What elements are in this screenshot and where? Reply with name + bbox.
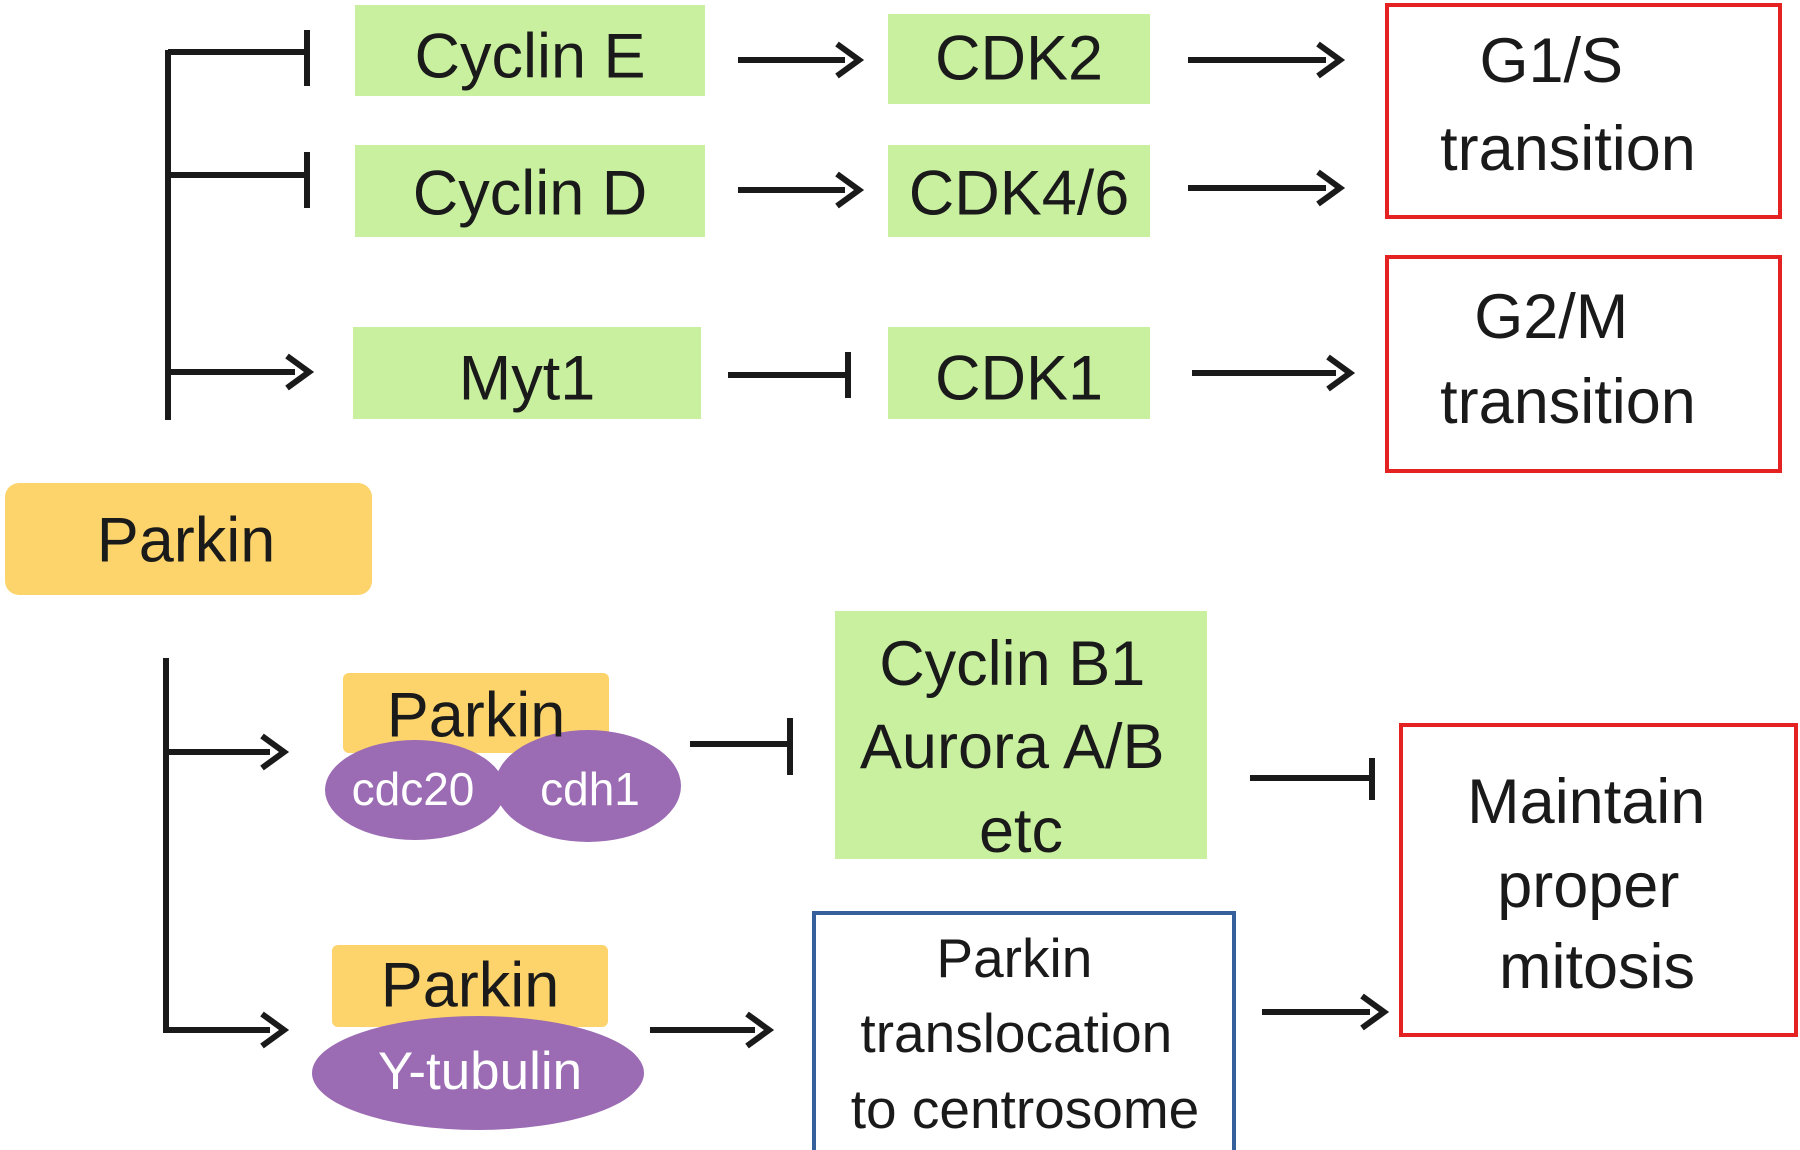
svg-text:Parkin translocation: Parkin translocation to centrosome	[851, 927, 1200, 1140]
cyclin-b1-line-3: etc	[979, 796, 1063, 866]
cdk2-node: CDK2	[888, 14, 1150, 104]
cdk46-node: CDK4/6	[888, 145, 1150, 237]
g2m-transition-node: G2/M transition	[1385, 255, 1782, 473]
myt1-label: Myt1	[459, 344, 596, 414]
maintain-mitosis-node: Maintain proper mitosis	[1399, 723, 1798, 1037]
cyclin-e-label: Cyclin E	[414, 22, 645, 92]
g1s-arrowhead-1	[1316, 41, 1346, 79]
myt1-arrowhead	[285, 353, 315, 391]
cyclin-d-node: Cyclin D	[355, 145, 705, 237]
cdk46-label: CDK4/6	[909, 159, 1130, 229]
g1s-transition-node: G1/S transition	[1385, 3, 1782, 219]
cdk2-label: CDK2	[935, 24, 1103, 94]
cdk1-label: CDK1	[935, 344, 1103, 414]
complex1-arrowhead	[260, 733, 290, 771]
cyclin-b1-line-1: Cyclin B1	[879, 629, 1145, 699]
cdk1-node: CDK1	[888, 327, 1150, 419]
parkin-tubulin-complex: Parkin Y-tubulin	[312, 945, 644, 1130]
mitosis-line-2: proper	[1497, 851, 1679, 921]
translocation-line-2: translocation	[860, 1002, 1172, 1064]
parkin-main-label: Parkin	[97, 506, 276, 576]
mitosis-line-3: mitosis	[1499, 932, 1695, 1002]
mitosis-line-1: Maintain	[1467, 767, 1705, 837]
svg-text:Cyclin B1 Aurora A/B: Cyclin B1 Aurora A/B etc	[860, 629, 1182, 866]
cyclin-e-node: Cyclin E	[355, 5, 705, 96]
connectors	[163, 30, 1390, 1049]
g1s-line-1: G1/S	[1479, 26, 1623, 96]
parkin-main-node: Parkin	[5, 483, 372, 595]
g2m-arrowhead	[1326, 354, 1356, 392]
g1s-line-2: transition	[1440, 114, 1696, 184]
g2m-line-2: transition	[1440, 367, 1696, 437]
cyclin-d-label: Cyclin D	[413, 159, 648, 229]
cyclin-b1-line-2: Aurora A/B	[860, 712, 1165, 782]
cyclin-b1-aurora-node: Cyclin B1 Aurora A/B etc	[835, 611, 1207, 866]
cdk46-arrowhead	[835, 171, 865, 209]
parkin-complex2-label: Parkin	[381, 951, 560, 1021]
myt1-node: Myt1	[353, 327, 701, 419]
g1s-arrowhead-2	[1316, 169, 1346, 207]
translocation-line-3: to centrosome	[851, 1078, 1200, 1140]
cdk2-arrowhead	[835, 41, 865, 79]
svg-text:Maintain proper mi: Maintain proper mitosis	[1467, 767, 1723, 1002]
svg-text:G2/M transition: G2/M transition	[1440, 282, 1696, 437]
translocation-line-1: Parkin	[936, 927, 1092, 989]
gamma-tubulin-oval	[312, 1016, 644, 1130]
cdh1-label: cdh1	[540, 763, 640, 815]
parkin-translocation-node: Parkin translocation to centrosome	[812, 911, 1236, 1150]
parkin-cdc20-cdh1-complex: Parkin cdc20 cdh1	[325, 673, 681, 842]
translocation-arrowhead	[745, 1011, 775, 1049]
cdc20-oval	[325, 740, 505, 840]
cdc20-label: cdc20	[352, 763, 475, 815]
mitosis-arrowhead	[1360, 993, 1390, 1031]
gamma-tubulin-label: Y-tubulin	[378, 1042, 582, 1101]
svg-text:G1/S transition: G1/S transition	[1440, 26, 1696, 184]
cdh1-oval	[495, 730, 681, 842]
complex2-arrowhead	[260, 1011, 290, 1049]
parkin-complex1-label: Parkin	[387, 681, 566, 751]
g2m-line-1: G2/M	[1474, 282, 1628, 352]
